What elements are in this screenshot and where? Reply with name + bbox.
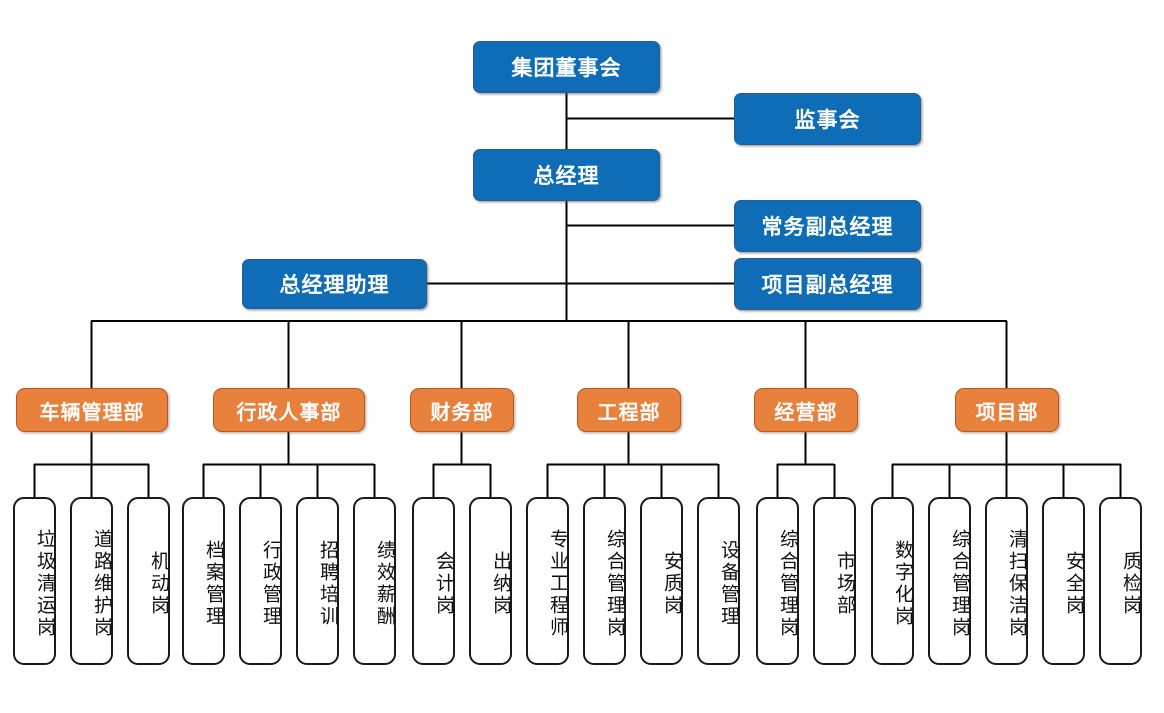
node-label: 市场部 (834, 551, 855, 617)
node-gm-assistant[interactable]: 总经理助理 (242, 259, 427, 309)
node-project-deputy-gm[interactable]: 项目副总经理 (734, 258, 921, 310)
node-label: 安质岗 (661, 551, 682, 617)
node-label: 出纳岗 (490, 551, 511, 617)
node-department-vehicle[interactable]: 车辆管理部 (16, 388, 168, 432)
node-position-equipment-management[interactable]: 设备管理 (697, 497, 740, 665)
node-supervisory-board[interactable]: 监事会 (734, 93, 921, 145)
node-position-cleaning-sanitation[interactable]: 清扫保洁岗 (985, 497, 1028, 665)
node-position-performance-compensation[interactable]: 绩效薪酬 (353, 497, 396, 665)
node-label: 设备管理 (718, 540, 739, 628)
node-board-of-directors[interactable]: 集团董事会 (473, 41, 660, 93)
node-label: 行政人事部 (236, 401, 342, 424)
node-position-marketing[interactable]: 市场部 (813, 497, 856, 665)
node-label: 财务部 (430, 401, 494, 424)
node-label: 项目部 (975, 401, 1039, 424)
node-label: 招聘培训 (317, 540, 338, 628)
node-label: 数字化岗 (892, 540, 913, 628)
node-label: 清扫保洁岗 (1006, 529, 1027, 639)
node-label: 垃圾清运岗 (34, 529, 55, 639)
node-position-flex-duty[interactable]: 机动岗 (127, 497, 170, 665)
node-label: 会计岗 (433, 551, 454, 617)
node-position-quality-inspection[interactable]: 质检岗 (1099, 497, 1142, 665)
node-position-admin-management[interactable]: 行政管理 (239, 497, 282, 665)
node-label: 车辆管理部 (39, 401, 145, 424)
node-label: 综合管理岗 (604, 529, 625, 639)
node-position-records-management[interactable]: 档案管理 (182, 497, 225, 665)
node-label: 道路维护岗 (91, 529, 112, 639)
node-position-road-maintenance[interactable]: 道路维护岗 (70, 497, 113, 665)
node-label: 项目副总经理 (761, 274, 894, 297)
node-label: 机动岗 (148, 551, 169, 617)
node-department-project[interactable]: 项目部 (955, 388, 1059, 432)
node-label: 工程部 (597, 401, 661, 424)
node-position-professional-engineer[interactable]: 专业工程师 (526, 497, 569, 665)
node-label: 监事会 (794, 109, 861, 132)
node-position-digitalization[interactable]: 数字化岗 (871, 497, 914, 665)
node-position-recruitment-training[interactable]: 招聘培训 (296, 497, 339, 665)
node-position-safety-quality[interactable]: 安质岗 (640, 497, 683, 665)
node-position-safety[interactable]: 安全岗 (1042, 497, 1085, 665)
node-department-admin-hr[interactable]: 行政人事部 (213, 388, 365, 432)
node-label: 安全岗 (1063, 551, 1084, 617)
node-position-garbage-transport[interactable]: 垃圾清运岗 (13, 497, 56, 665)
node-label: 质检岗 (1120, 551, 1141, 617)
node-department-engineering[interactable]: 工程部 (577, 388, 681, 432)
node-label: 综合管理岗 (777, 529, 798, 639)
node-label: 经营部 (774, 401, 838, 424)
node-position-cashier[interactable]: 出纳岗 (469, 497, 512, 665)
node-department-operations[interactable]: 经营部 (754, 388, 858, 432)
node-label: 常务副总经理 (761, 216, 894, 239)
node-label: 档案管理 (203, 540, 224, 628)
node-position-accounting[interactable]: 会计岗 (412, 497, 455, 665)
node-label: 综合管理岗 (949, 529, 970, 639)
node-label: 集团董事会 (511, 57, 622, 80)
node-label: 专业工程师 (547, 529, 568, 639)
node-label: 行政管理 (260, 540, 281, 628)
node-label: 绩效薪酬 (374, 540, 395, 628)
node-position-engineering-general-management[interactable]: 综合管理岗 (583, 497, 626, 665)
node-general-manager[interactable]: 总经理 (473, 149, 660, 201)
node-label: 总经理 (533, 165, 600, 188)
node-executive-deputy-gm[interactable]: 常务副总经理 (734, 200, 921, 252)
node-position-project-general-management[interactable]: 综合管理岗 (928, 497, 971, 665)
node-department-finance[interactable]: 财务部 (410, 388, 514, 432)
node-label: 总经理助理 (279, 274, 390, 297)
node-position-operations-general-management[interactable]: 综合管理岗 (756, 497, 799, 665)
